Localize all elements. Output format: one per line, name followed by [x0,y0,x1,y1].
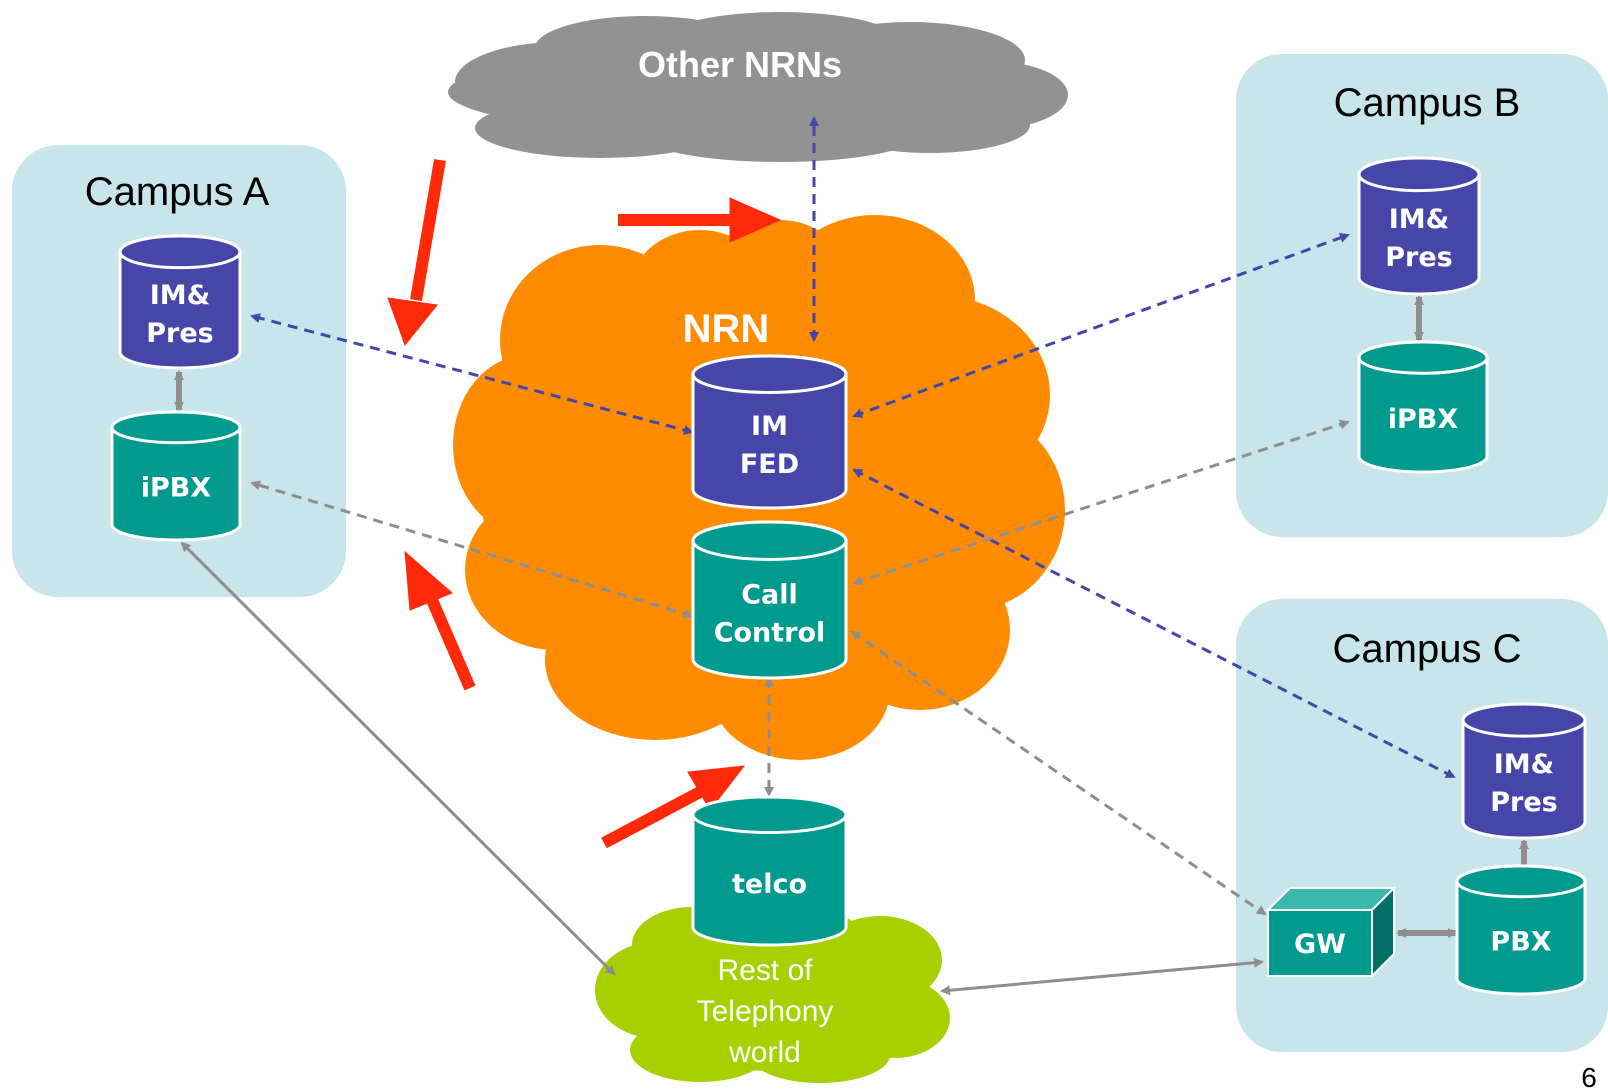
local-links [174,295,1529,938]
red-arrow-2-head [729,197,782,243]
b-ipbx-node: iPBX [1357,340,1489,474]
a-im-label-1: IM& [150,280,210,311]
nrn-label: NRN [683,307,770,351]
red-arrow-1-head [387,297,438,347]
gw-node: GW [1265,885,1397,979]
red-arrow-3 [426,597,476,691]
im-fed-label-2: FED [740,449,799,480]
link-callcontrol-campus-c-gw [850,630,1267,916]
link-callcontrol-campus-b-ipbx [852,419,1350,586]
red-arrow-4 [601,786,703,849]
rest-line-2: Telephony [697,995,834,1028]
red-arrow-3-head [404,550,453,611]
c-pbx-label-1: PBX [1490,927,1551,958]
other-nrns-label: Other NRNs [638,44,842,85]
telco-node: telco [691,795,848,947]
a-ipbx-node: iPBX [110,410,242,542]
rest-of-telephony-cloud [595,905,950,1083]
link-campus-a-ipbx-rest [180,541,616,976]
connections [180,116,1456,996]
b-im-label-1: IM& [1389,204,1449,235]
call-control-label-2: Control [714,617,826,648]
link-imfed-campus-c-im [852,468,1456,779]
im-fed-label-1: IM [751,411,788,442]
im-fed-node: IM FED [691,354,848,510]
c-im-label-1: IM& [1494,749,1554,780]
other-nrns-cloud [448,12,1068,162]
page-number: 6 [1581,1062,1597,1089]
gw-label: GW [1294,929,1346,960]
link-imfed-campus-a-im [250,313,694,435]
rest-line-1: Rest of [717,954,813,987]
b-ipbx-label-1: iPBX [1388,404,1459,435]
b-im-node: IM&Pres [1357,156,1481,296]
campus-a-title: Campus A [85,170,270,214]
link-imfed-campus-b-im [852,233,1350,418]
c-im-node: IM&Pres [1461,702,1587,840]
c-im-label-2: Pres [1490,787,1558,818]
red-arrow-1 [410,158,446,302]
rest-line-3: world [728,1036,801,1069]
campus-c-title: Campus C [1333,627,1522,671]
a-ipbx-label-1: iPBX [141,473,212,504]
telco-label-1: telco [732,869,807,900]
a-im-label-2: Pres [146,318,214,349]
c-pbx-node: PBX [1455,864,1587,996]
b-im-label-2: Pres [1385,242,1453,273]
link-gw-rest [940,957,1264,996]
call-control-label-1: Call [741,579,798,610]
red-arrow-4-head [687,765,746,811]
a-im-node: IM&Pres [118,234,242,370]
campus-b-title: Campus B [1334,81,1521,125]
highlight-arrows [387,158,782,849]
